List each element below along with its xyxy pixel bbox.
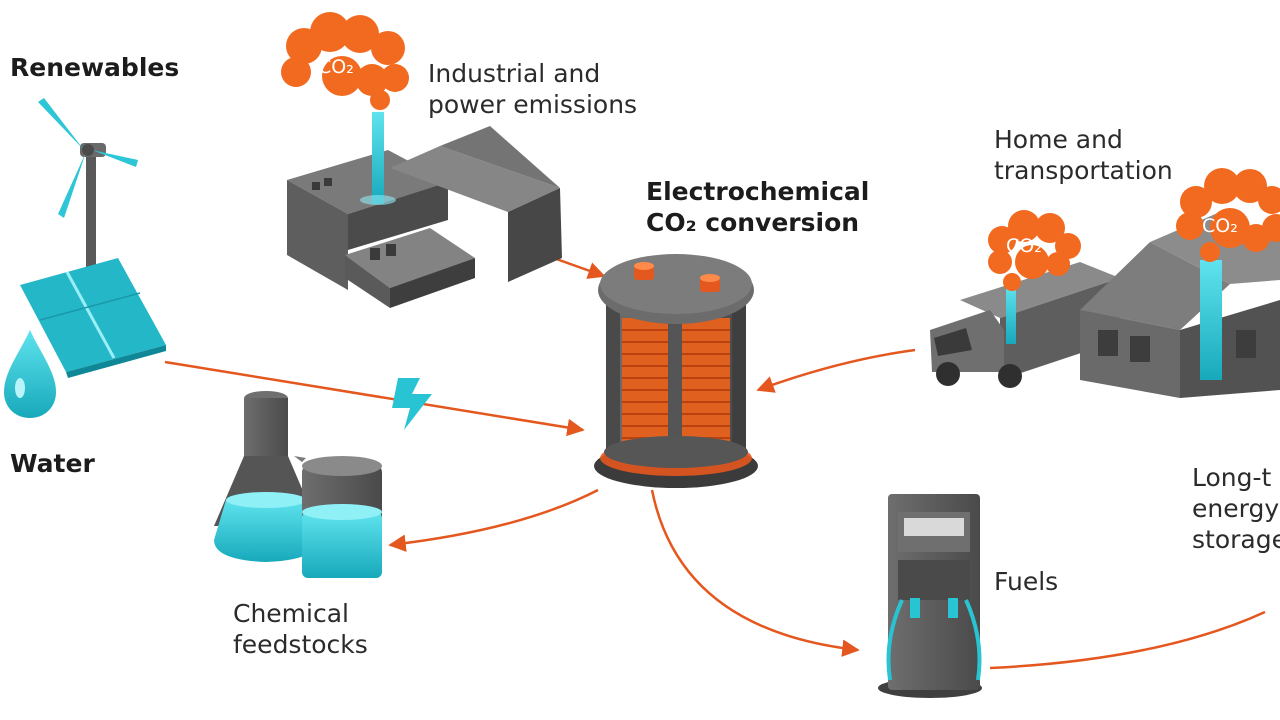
co2-cloud-factory-label: CO₂ <box>318 56 354 78</box>
renewables-label: Renewables <box>10 53 180 82</box>
chemical-feedstocks-line-2: feedstocks <box>233 630 368 659</box>
water-drop-icon <box>4 330 56 418</box>
co2-cloud-house-label: CO₂ <box>1202 215 1238 237</box>
arrow-cell-to-fuels <box>650 489 860 657</box>
electrochemical-conversion-line-1: Electrochemical <box>646 177 870 206</box>
co2-cloud-truck-label: CO₂ <box>1006 235 1042 257</box>
flow-arrows <box>164 253 1280 670</box>
arrow-fuels-to-storage <box>989 610 1266 670</box>
fuels-label: Fuels <box>994 567 1059 596</box>
chemical-feedstocks-line-1: Chemical <box>233 599 349 628</box>
co2-cloud-house: CO₂ <box>1176 168 1280 262</box>
home-transportation-label: Home and transportation <box>994 124 1173 186</box>
home-transportation-line-1: Home and <box>994 125 1123 154</box>
home-transportation-line-2: transportation <box>994 156 1173 185</box>
arrow-renewables-to-cell <box>164 360 585 437</box>
industrial-emissions-line-1: Industrial and <box>428 59 601 88</box>
industrial-emissions-label: Industrial and power emissions <box>428 58 637 120</box>
water-label: Water <box>10 449 95 478</box>
fuel-pump-icon <box>878 494 982 698</box>
electrochemical-conversion-line-2: CO₂ conversion <box>646 208 860 237</box>
electrochemical-cell-icon <box>594 254 758 488</box>
wind-turbine-icon <box>38 98 138 273</box>
long-term-storage-line-3: storage <box>1192 525 1280 554</box>
long-term-storage-label: Long-t energy storage <box>1192 462 1280 555</box>
arrow-cell-to-chemical <box>388 488 599 552</box>
factory-icon <box>287 112 562 308</box>
lightning-bolt-icon <box>392 378 432 430</box>
electrochemical-conversion-label: Electrochemical CO₂ conversion <box>646 176 869 238</box>
solar-panel-icon <box>20 258 166 378</box>
arrow-home-to-cell <box>756 348 916 393</box>
long-term-storage-line-1: Long-t <box>1192 463 1272 492</box>
co2-cloud-factory: CO₂ <box>281 12 409 110</box>
beaker-icon <box>294 456 382 578</box>
industrial-emissions-line-2: power emissions <box>428 90 638 119</box>
long-term-storage-line-2: energy <box>1192 494 1280 523</box>
lab-flask-icon <box>214 391 318 562</box>
co2-cloud-truck: CO₂ <box>988 210 1081 291</box>
chemical-feedstocks-label: Chemical feedstocks <box>233 598 368 660</box>
